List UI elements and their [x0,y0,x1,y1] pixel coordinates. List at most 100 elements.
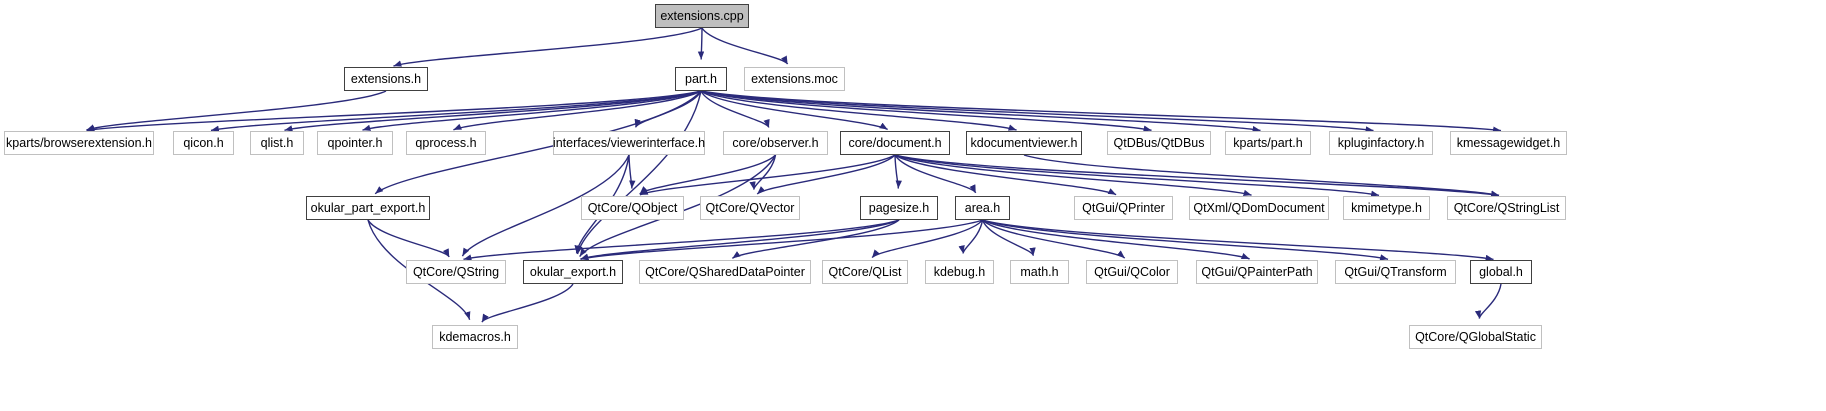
graph-node-label: core/document.h [848,135,942,150]
graph-edge [639,154,896,196]
graph-node-kmimetype_h[interactable]: kmimetype.h [1343,196,1430,220]
graph-node-label: QtGui/QColor [1094,264,1170,279]
graph-edge [894,154,902,189]
graph-edge [894,154,1117,196]
graph-node-qtdbus[interactable]: QtDBus/QtDBus [1107,131,1211,155]
graph-edge [700,90,1374,133]
graph-node-kdebug_h[interactable]: kdebug.h [925,260,994,284]
graph-node-qtgui_qcolor[interactable]: QtGui/QColor [1086,260,1178,284]
graph-node-kparts_part_h[interactable]: kparts/part.h [1225,131,1311,155]
graph-edge [700,90,1261,133]
graph-node-extensions_cpp[interactable]: extensions.cpp [655,4,749,28]
graph-node-label: QtCore/QStringList [1453,200,1560,215]
graph-edge [982,219,1250,260]
graph-node-label: QtCore/QString [412,264,500,279]
graph-node-area_h[interactable]: area.h [955,196,1010,220]
graph-edge [982,219,1494,262]
graph-node-label: qpointer.h [327,135,383,150]
graph-node-core_document_h[interactable]: core/document.h [840,131,950,155]
graph-node-kdocumentviewer_h[interactable]: kdocumentviewer.h [966,131,1082,155]
graph-node-label: extensions.moc [751,71,838,86]
graph-node-label: QtDBus/QtDBus [1113,135,1205,150]
graph-node-label: kdocumentviewer.h [970,135,1078,150]
graph-node-label: kdebug.h [933,264,986,279]
graph-node-qtcore_qstring[interactable]: QtCore/QString [406,260,506,284]
graph-edge [982,219,1389,261]
graph-node-label: kpluginfactory.h [1337,135,1425,150]
graph-node-label: extensions.cpp [660,8,744,23]
graph-node-label: okular_export.h [529,264,617,279]
graph-node-qtgui_qpainterpath[interactable]: QtGui/QPainterPath [1196,260,1318,284]
graph-node-qtcore_qglobalstatic[interactable]: QtCore/QGlobalStatic [1409,325,1542,349]
graph-node-label: area.h [964,200,1001,215]
graph-node-qtgui_qtransform[interactable]: QtGui/QTransform [1335,260,1456,284]
graph-edge [894,154,1252,196]
graph-node-pagesize_h[interactable]: pagesize.h [860,196,938,220]
graph-edge [749,154,777,190]
graph-edge [481,283,574,323]
graph-edge [894,154,1380,197]
graph-node-qprocess_h[interactable]: qprocess.h [406,131,486,155]
graph-node-label: part.h [685,71,717,86]
graph-edge [731,219,900,259]
graph-edge [981,219,1036,257]
graph-node-label: QtCore/QSharedDataPointer [645,264,805,279]
graph-node-okular_export_h[interactable]: okular_export.h [523,260,623,284]
graph-node-qtgui_qprinter[interactable]: QtGui/QPrinter [1074,196,1173,220]
graph-node-label: QtCore/QVector [705,200,795,215]
graph-node-kpluginfactory_h[interactable]: kpluginfactory.h [1329,131,1433,155]
graph-node-qtcore_qvector[interactable]: QtCore/QVector [700,196,800,220]
graph-node-qtcore_qstringlist[interactable]: QtCore/QStringList [1447,196,1566,220]
graph-edge [958,219,984,254]
graph-node-label: QtXml/QDomDocument [1193,200,1325,215]
graph-node-label: QtCore/QList [828,264,902,279]
graph-edge [284,90,702,132]
graph-node-viewerinterface_h[interactable]: interfaces/viewerinterface.h [553,131,705,155]
graph-node-label: qlist.h [260,135,294,150]
graph-node-label: global.h [1479,264,1523,279]
graph-edge [1474,283,1502,319]
graph-edge [86,90,387,131]
graph-node-qtcore_qobject[interactable]: QtCore/QObject [581,196,684,220]
graph-node-label: QtCore/QObject [587,200,678,215]
graph-edge [634,90,702,128]
graph-edge [86,90,702,133]
graph-node-extensions_h[interactable]: extensions.h [344,67,428,91]
graph-node-kdemacros_h[interactable]: kdemacros.h [432,325,518,349]
graph-node-label: kdemacros.h [439,329,511,344]
graph-node-label: qicon.h [183,135,224,150]
graph-node-label: kmimetype.h [1351,200,1422,215]
graph-node-qicon_h[interactable]: qicon.h [173,131,234,155]
graph-node-qtcore_qshareddatapointer[interactable]: QtCore/QSharedDataPointer [639,260,811,284]
graph-node-label: QtGui/QPrinter [1082,200,1165,215]
graph-edge [367,219,450,258]
graph-edge [701,27,789,65]
graph-node-qtxml_qdomdocument[interactable]: QtXml/QDomDocument [1189,196,1329,220]
graph-edge [700,90,1152,132]
graph-node-qpointer_h[interactable]: qpointer.h [317,131,393,155]
graph-node-kparts_browserextension[interactable]: kparts/browserextension.h [4,131,154,155]
graph-node-label: QtCore/QGlobalStatic [1415,329,1536,344]
graph-edge [580,219,983,261]
graph-node-qlist_h[interactable]: qlist.h [250,131,304,155]
graph-edge [1023,154,1500,197]
graph-edge [697,27,705,60]
graph-edge [700,90,770,128]
graph-node-label: extensions.h [350,71,422,86]
graph-node-label: interfaces/viewerinterface.h [552,135,706,150]
graph-node-core_observer_h[interactable]: core/observer.h [723,131,828,155]
graph-node-label: math.h [1020,264,1059,279]
graph-node-kmessagewidget_h[interactable]: kmessagewidget.h [1450,131,1567,155]
graph-node-math_h[interactable]: math.h [1010,260,1069,284]
graph-node-qtcore_qlist[interactable]: QtCore/QList [822,260,908,284]
graph-node-label: kmessagewidget.h [1456,135,1561,150]
graph-edge [463,219,900,261]
graph-node-extensions_moc[interactable]: extensions.moc [744,67,845,91]
graph-edge [639,154,777,195]
graph-edge [362,90,702,131]
graph-node-okular_part_export_h[interactable]: okular_part_export.h [306,196,430,220]
graph-node-part_h[interactable]: part.h [675,67,727,91]
graph-node-label: QtGui/QTransform [1344,264,1447,279]
graph-node-global_h[interactable]: global.h [1470,260,1532,284]
graph-edge [894,154,977,194]
